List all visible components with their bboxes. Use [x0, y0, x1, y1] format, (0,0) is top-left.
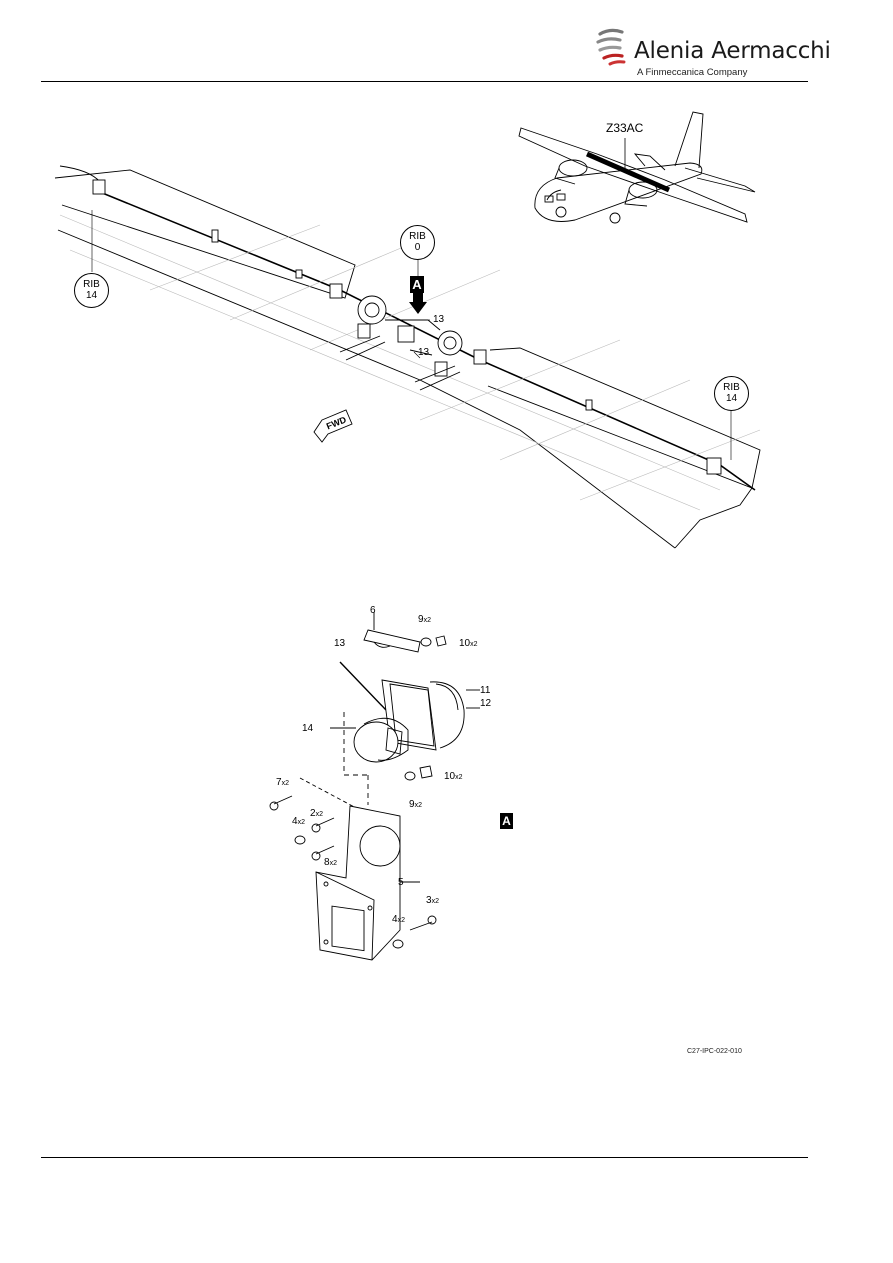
rib-callout-right: RIB 14 — [714, 376, 749, 411]
item-number: 10 — [444, 771, 456, 782]
item-4-lower: 4x2 — [392, 914, 405, 925]
item-11: 11 — [480, 685, 491, 696]
brand-subtitle: A Finmeccanica Company — [637, 67, 748, 78]
item-3: 3x2 — [426, 895, 439, 906]
item-14: 14 — [302, 723, 314, 734]
rib-number: 14 — [85, 290, 98, 301]
item-10-bottom: 10x2 — [444, 771, 463, 782]
rib-callout-left: RIB 14 — [74, 273, 109, 308]
item-number: 8 — [324, 857, 330, 868]
brand-logo: Alenia Aermacchi A Finmeccanica Company — [596, 26, 831, 82]
rib-callout-center: RIB 0 — [400, 225, 435, 260]
item-4-upper: 4x2 — [292, 816, 305, 827]
rib-label: RIB — [409, 231, 426, 242]
item-number: 4 — [292, 816, 298, 827]
footer-rule — [41, 1157, 808, 1158]
item-qty: x2 — [315, 811, 323, 818]
item-12: 12 — [480, 698, 492, 709]
item-10-top: 10x2 — [459, 638, 478, 649]
item-qty: x2 — [423, 617, 431, 624]
item-number: 9 — [418, 614, 424, 625]
item-qty: x2 — [281, 780, 289, 787]
item-qty: x2 — [455, 774, 463, 781]
brand-name: Alenia Aermacchi — [634, 38, 831, 64]
item-9-bottom: 9x2 — [409, 799, 422, 810]
rib-number: 0 — [414, 242, 421, 253]
item-5: 5 — [398, 877, 404, 888]
item-number: 2 — [310, 808, 316, 819]
item-qty: x2 — [297, 819, 305, 826]
zone-label: Z33AC — [606, 121, 644, 135]
callout-13-upper: 13 — [433, 314, 445, 325]
item-qty: x2 — [470, 641, 478, 648]
logo-swoosh-icon — [596, 28, 626, 66]
item-qty: x2 — [329, 860, 337, 867]
item-6: 6 — [370, 605, 376, 616]
item-number: 10 — [459, 638, 471, 649]
detail-a-flag: A — [410, 276, 424, 293]
item-8: 8x2 — [324, 857, 337, 868]
aircraft-locator-illustration — [518, 111, 756, 224]
item-number: 3 — [426, 895, 432, 906]
item-number: 9 — [409, 799, 415, 810]
callout-13-lower: 13 — [418, 347, 430, 358]
item-13: 13 — [334, 638, 346, 649]
rib-number: 14 — [725, 393, 738, 404]
item-7: 7x2 — [276, 777, 289, 788]
item-qty: x2 — [431, 898, 439, 905]
wing-overview-illustration — [54, 165, 761, 549]
rib-label: RIB — [83, 279, 100, 290]
detail-a-exploded-illustration — [269, 612, 480, 961]
rib-label: RIB — [723, 382, 740, 393]
item-qty: x2 — [414, 802, 422, 809]
item-9-top: 9x2 — [418, 614, 431, 625]
header-rule — [41, 81, 808, 82]
item-number: 4 — [392, 914, 398, 925]
detail-a-flag-label: A — [500, 813, 513, 829]
figure-reference: C27-IPC-022-010 — [687, 1048, 742, 1055]
item-number: 7 — [276, 777, 282, 788]
item-2: 2x2 — [310, 808, 323, 819]
item-qty: x2 — [397, 917, 405, 924]
